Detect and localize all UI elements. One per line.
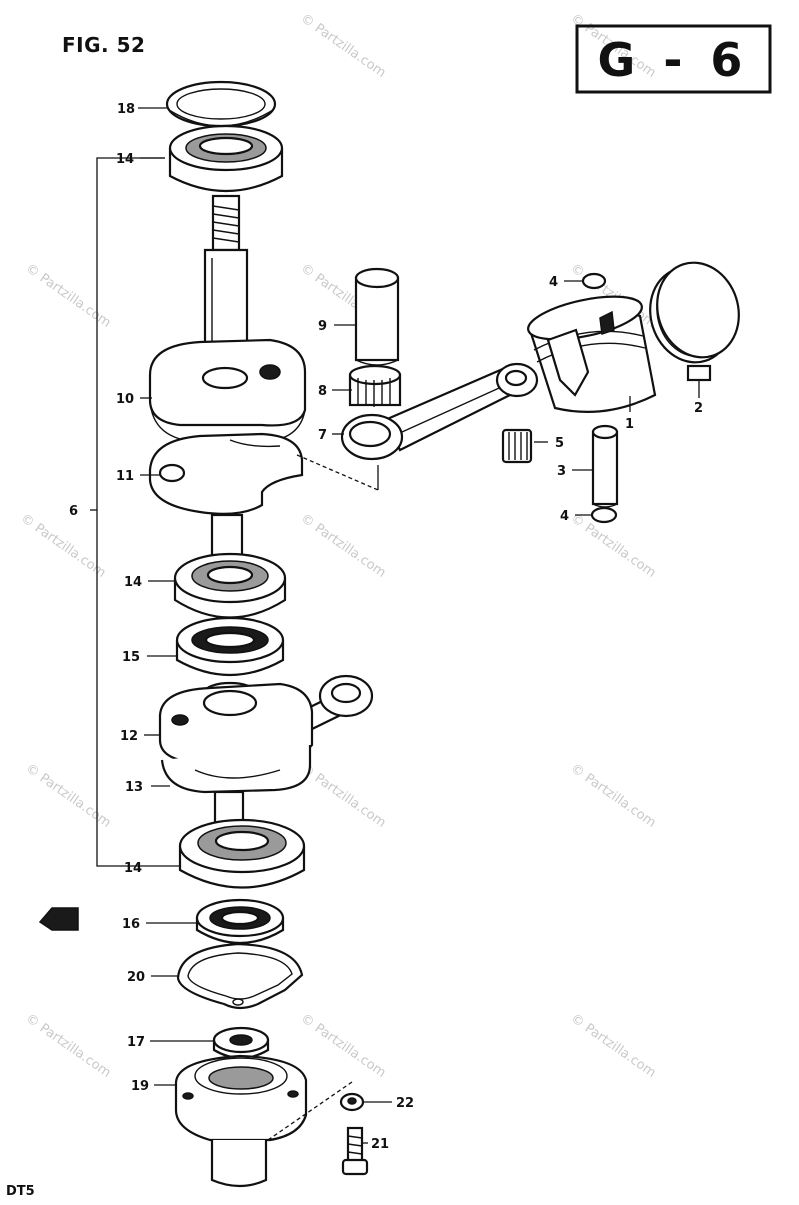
watermark-text: © Partzilla.com xyxy=(568,1011,659,1081)
watermark-text: © Partzilla.com xyxy=(298,761,389,831)
watermark-text: © Partzilla.com xyxy=(23,1011,114,1081)
part-14-lower-bearing xyxy=(178,818,306,889)
part-20-gasket xyxy=(176,942,304,1010)
callout-18: 18 xyxy=(117,102,135,117)
part-19-lower-housing xyxy=(174,1054,308,1188)
part-15-seal xyxy=(175,616,285,676)
part-1-piston xyxy=(527,295,657,413)
callout-17: 17 xyxy=(127,1035,145,1050)
assembly-bracket xyxy=(90,157,180,867)
part-14-middle-bearing xyxy=(173,552,287,619)
forward-arrow-icon xyxy=(38,907,79,931)
callout-9: 9 xyxy=(318,319,327,334)
page-code-box xyxy=(575,24,772,94)
part-22-washer xyxy=(267,1081,365,1141)
watermark-text: © Partzilla.com xyxy=(298,511,389,581)
callout-12: 12 xyxy=(120,729,138,744)
callout-numbers: 18 14 9 4 2 8 10 7 5 1 11 3 6 4 14 15 12… xyxy=(69,102,703,1152)
watermark-text: © Partzilla.com xyxy=(23,761,114,831)
watermarks: © Partzilla.com © Partzilla.com © Partzi… xyxy=(18,11,659,1081)
callout-20: 20 xyxy=(127,970,145,985)
callout-14: 14 xyxy=(124,861,142,876)
callout-1: 1 xyxy=(625,417,634,432)
part-17-seal xyxy=(212,1026,270,1060)
callout-6: 6 xyxy=(69,504,78,519)
part-4-circlip-lower xyxy=(590,506,618,524)
part-11-crank-web xyxy=(148,432,304,515)
part-18-seal xyxy=(165,80,277,128)
part-7-connecting-rod xyxy=(340,362,539,461)
watermark-text: © Partzilla.com xyxy=(568,761,659,831)
callout-3: 3 xyxy=(557,464,566,479)
callout-8: 8 xyxy=(318,384,327,399)
callout-16: 16 xyxy=(122,917,140,932)
part-14-upper-bearing xyxy=(168,124,284,193)
part-5-needle-bearing xyxy=(501,428,533,464)
callout-4: 4 xyxy=(560,509,569,524)
leader-lines xyxy=(138,107,700,1144)
callout-15: 15 xyxy=(122,650,140,665)
callout-10: 10 xyxy=(116,392,134,407)
part-2-piston-rings xyxy=(649,261,740,382)
figure-label: FIG. 52 xyxy=(62,33,145,57)
crank-pin-link-line xyxy=(296,454,379,491)
watermark-text: © Partzilla.com xyxy=(298,11,389,81)
callout-4: 4 xyxy=(549,275,558,290)
callout-14: 14 xyxy=(124,575,142,590)
part-4-circlip-upper xyxy=(581,272,607,290)
watermark-text: © Partzilla.com xyxy=(23,261,114,331)
watermark-text: © Partzilla.com xyxy=(18,511,109,581)
callout-19: 19 xyxy=(131,1079,149,1094)
part-21-bolt xyxy=(341,1126,369,1176)
part-3-piston-pin xyxy=(591,424,619,508)
callout-14: 14 xyxy=(116,152,134,167)
callout-5: 5 xyxy=(555,436,564,451)
part-8-needle-bearing xyxy=(348,364,402,407)
page-code: G - 6 xyxy=(598,33,749,87)
callout-11: 11 xyxy=(116,469,134,484)
callout-7: 7 xyxy=(318,428,327,443)
part-9-crank-pin xyxy=(354,267,400,366)
callout-2: 2 xyxy=(694,401,703,416)
part-12-13-lower-crank xyxy=(158,674,374,794)
watermark-text: © Partzilla.com xyxy=(568,511,659,581)
callout-13: 13 xyxy=(125,780,143,795)
callout-21: 21 xyxy=(371,1137,389,1152)
watermark-text: © Partzilla.com xyxy=(298,1011,389,1081)
callout-22: 22 xyxy=(396,1096,414,1111)
part-16-seal xyxy=(195,898,285,945)
part-10-crank-web xyxy=(148,338,307,443)
model-label: DT5 xyxy=(6,1184,35,1199)
